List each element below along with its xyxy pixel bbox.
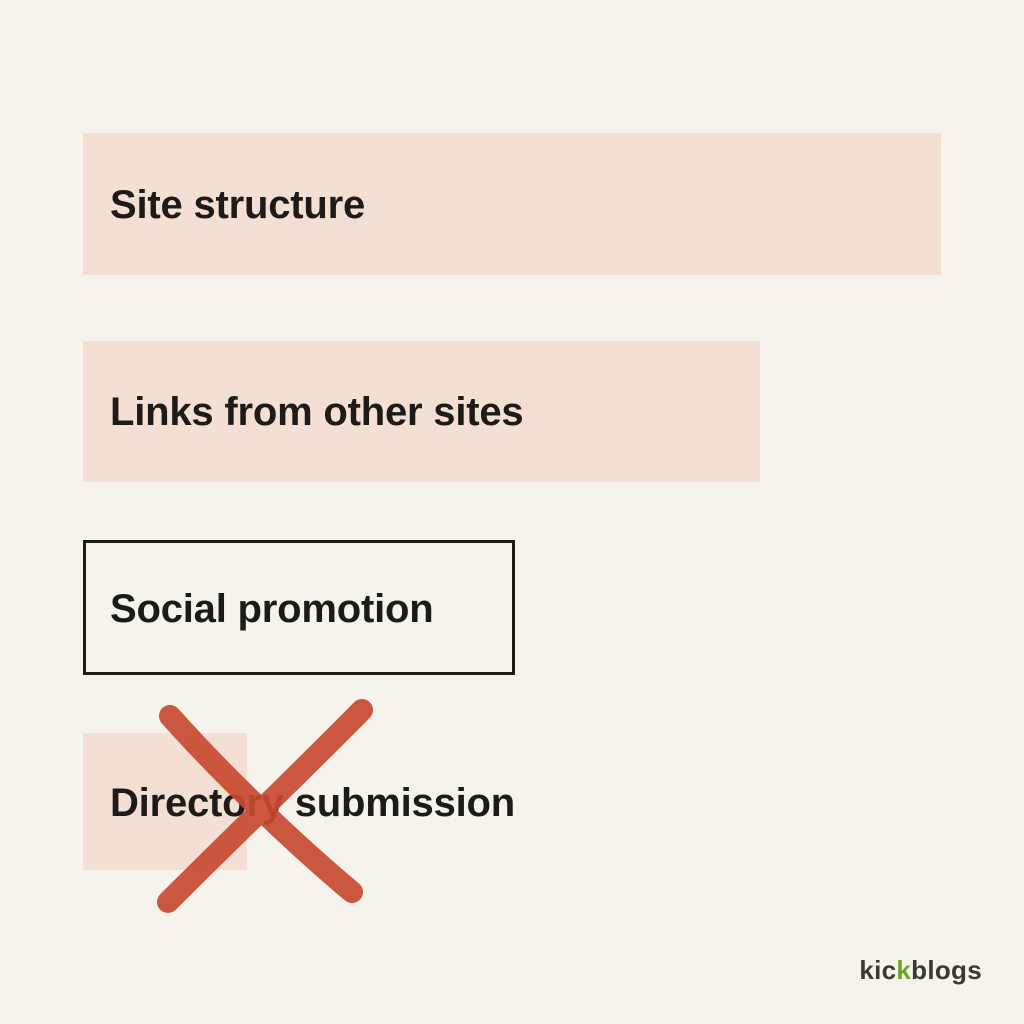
bar-social-promotion-outlined bbox=[83, 540, 515, 675]
brand-logo: kickblogs bbox=[859, 955, 982, 986]
brand-prefix: kic bbox=[859, 955, 897, 985]
label-links-from-other-sites: Links from other sites bbox=[110, 390, 524, 434]
label-social-promotion: Social promotion bbox=[110, 587, 434, 631]
cross-out-mark-icon bbox=[157, 699, 373, 913]
label-site-structure: Site structure bbox=[110, 183, 366, 227]
brand-accent-letter: k bbox=[896, 955, 912, 985]
bar-links-from-other-sites bbox=[83, 341, 760, 482]
label-directory-submission: Directory submission bbox=[110, 781, 516, 825]
brand-suffix: blogs bbox=[911, 955, 982, 985]
bar-site-structure bbox=[83, 133, 941, 275]
